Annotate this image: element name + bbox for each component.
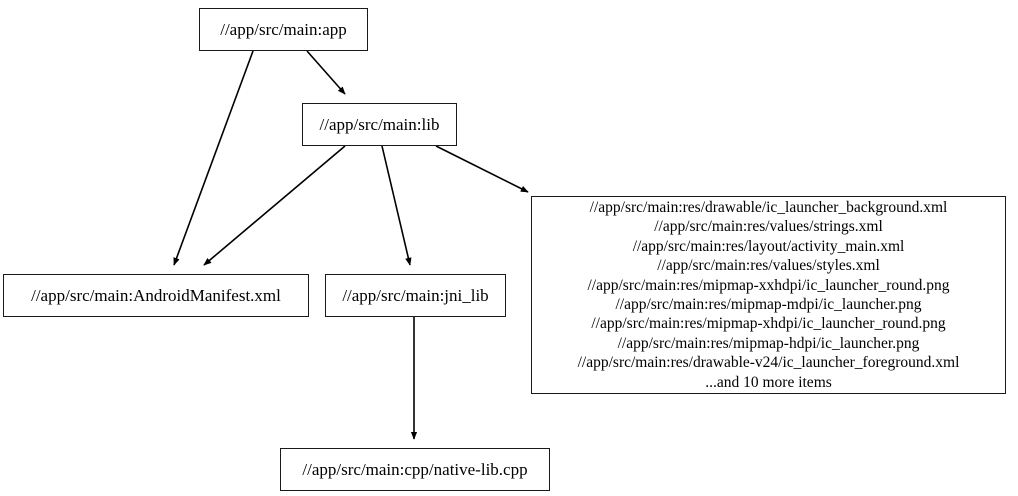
graph-node-lib-label: //app/src/main:lib bbox=[319, 114, 440, 134]
edge-lib-to-manifest bbox=[203, 145, 346, 266]
edge-app-to-manifest bbox=[173, 50, 254, 266]
graph-node-res-line: //app/src/main:res/mipmap-mdpi/ic_launch… bbox=[615, 296, 922, 313]
graph-node-android-manifest[interactable]: //app/src/main:AndroidManifest.xml bbox=[3, 274, 309, 317]
graph-node-res-line: //app/src/main:res/layout/activity_main.… bbox=[632, 237, 905, 255]
graph-node-app[interactable]: //app/src/main:app bbox=[199, 8, 368, 51]
graph-node-res-line: //app/src/main:res/values/strings.xml bbox=[654, 218, 883, 236]
graph-node-res-line: //app/src/main:res/drawable-v24/ic_launc… bbox=[577, 354, 960, 372]
graph-node-native-lib-cpp-label: //app/src/main:cpp/native-lib.cpp bbox=[302, 459, 528, 479]
graph-node-res-line: //app/src/main:res/values/styles.xml bbox=[657, 257, 880, 275]
graph-node-android-manifest-label: //app/src/main:AndroidManifest.xml bbox=[31, 285, 281, 305]
graph-node-res-line: //app/src/main:res/drawable/ic_launcher_… bbox=[589, 198, 948, 216]
edge-lib-to-jni-lib bbox=[381, 145, 412, 266]
graph-node-res-collection[interactable]: //app/src/main:res/drawable/ic_launcher_… bbox=[531, 196, 1006, 394]
graph-node-res-line: //app/src/main:res/mipmap-xxhdpi/ic_laun… bbox=[587, 276, 950, 294]
edge-app-to-lib bbox=[306, 50, 346, 95]
graph-node-jni-lib[interactable]: //app/src/main:jni_lib bbox=[325, 274, 506, 317]
graph-node-lib[interactable]: //app/src/main:lib bbox=[302, 103, 457, 146]
graph-node-res-line: //app/src/main:res/mipmap-xhdpi/ic_launc… bbox=[591, 315, 946, 333]
graph-node-res-line: //app/src/main:res/mipmap-hdpi/ic_launch… bbox=[617, 334, 920, 352]
graph-node-jni-lib-label: //app/src/main:jni_lib bbox=[342, 285, 489, 305]
graph-node-res-collection-label: //app/src/main:res/drawable/ic_launcher_… bbox=[572, 198, 966, 392]
graph-node-res-line: ...and 10 more items bbox=[705, 373, 832, 391]
graph-node-app-label: //app/src/main:app bbox=[220, 19, 347, 39]
edge-lib-to-res bbox=[435, 145, 529, 193]
graph-node-native-lib-cpp[interactable]: //app/src/main:cpp/native-lib.cpp bbox=[280, 448, 550, 491]
